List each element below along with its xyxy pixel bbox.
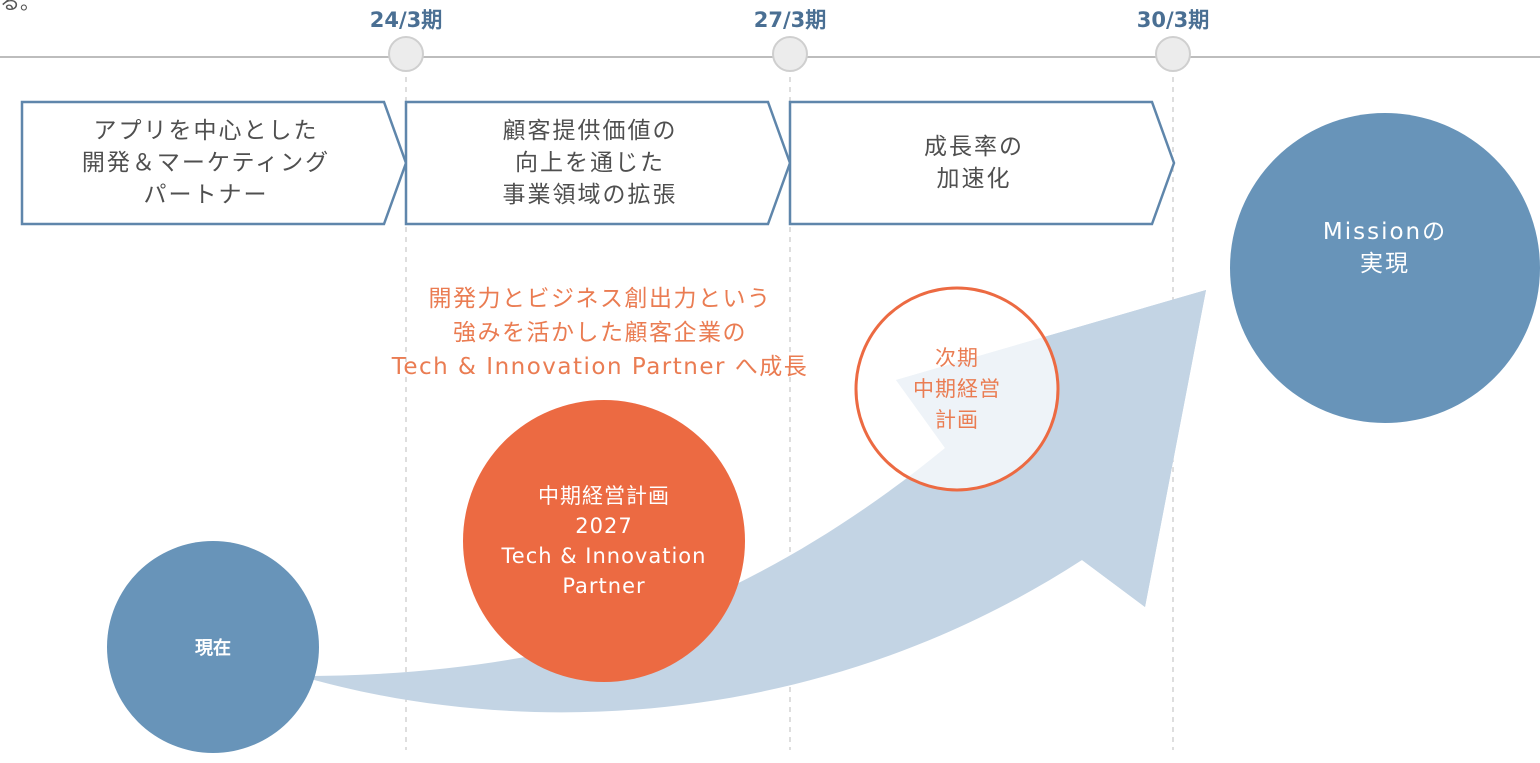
corner-fragment-text: る。 [0, 0, 40, 14]
timeline-marker [772, 36, 808, 72]
period-label-27: 27/3期 [753, 8, 827, 32]
mission-label: Missionの 実現 [1230, 113, 1540, 423]
stage-chevron-3 [788, 100, 1176, 226]
stage-chevron-2 [404, 100, 792, 226]
current-label: 現在 [195, 638, 231, 659]
timeline-marker [388, 36, 424, 72]
stage-label-1: アプリを中心とした 開発＆マーケティング パートナー [81, 118, 331, 208]
stage-label-3: 成長率の 加速化 [924, 134, 1024, 192]
stage-box-2: 顧客提供価値の 向上を通じた 事業領域の拡張 [406, 102, 774, 224]
current-circle [107, 541, 319, 753]
plan-2027-label: 中期経営計画 2027 Tech & Innovation Partner [501, 484, 707, 598]
stage-box-1: アプリを中心とした 開発＆マーケティング パートナー [22, 102, 390, 224]
mission-label-text: Missionの 実現 [1322, 219, 1448, 277]
growth-tagline: 開発力とビジネス創出力という 強みを活かした顧客企業の Tech & Innov… [391, 286, 809, 380]
next-plan-circle [854, 286, 1060, 492]
stage-chevron-1 [20, 100, 408, 226]
mission-circle [1230, 113, 1540, 423]
stage-box-3: 成長率の 加速化 [790, 102, 1158, 224]
plan-2027-circle [463, 400, 745, 682]
timeline-marker [1155, 36, 1191, 72]
period-label-30: 30/3期 [1136, 8, 1210, 32]
period-label-24: 24/3期 [369, 8, 443, 32]
next-plan-label: 次期 中期経営 計画 [913, 345, 1001, 432]
stage-label-2: 顧客提供価値の 向上を通じた 事業領域の拡張 [502, 118, 678, 208]
